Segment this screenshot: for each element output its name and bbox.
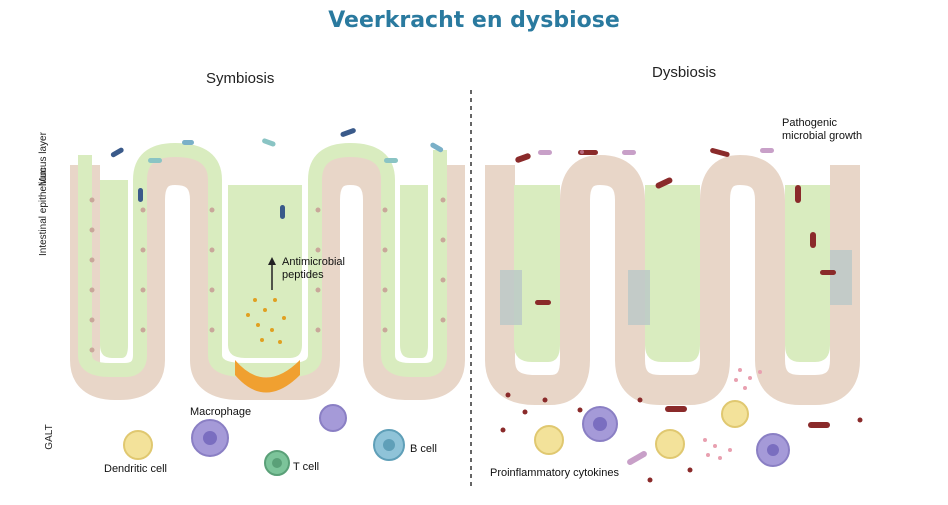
bcell-label: B cell	[410, 443, 437, 455]
dendritic-label: Dendritic cell	[104, 463, 167, 475]
symbiosis-galt-cells	[123, 404, 405, 476]
macrophage-label: Macrophage	[190, 406, 252, 418]
cytokines	[703, 368, 762, 460]
cytokine-dots	[500, 392, 863, 483]
other-microbes	[538, 148, 774, 465]
symbiosis-title: Symbiosis	[206, 70, 275, 87]
symbiosis-nuclei	[89, 197, 446, 353]
pathogenic-bacteria	[515, 148, 836, 428]
pathogenic-label: Pathogenic microbial growth	[782, 117, 863, 142]
cytokines-label: Proinflammatory cytokines	[490, 467, 619, 479]
commensal-bacteria	[110, 128, 444, 219]
dysbiosis-galt-cells	[534, 400, 790, 467]
tcell-label: T cell	[293, 461, 320, 473]
antimicrobial-label: Antimicrobial peptides	[282, 256, 345, 281]
dysbiosis-title: Dysbiosis	[652, 64, 717, 81]
paneth-cells	[235, 360, 300, 393]
dysbiosis-epithelium-band	[485, 155, 860, 405]
antimicrobial-peptides	[246, 298, 286, 344]
symbiosis-epithelium	[70, 142, 465, 400]
dendritic-cell	[123, 430, 153, 460]
page-title: Veerkracht en dysbiose	[328, 8, 620, 33]
dysbiosis-epithelium	[485, 155, 860, 405]
mucus-band	[78, 142, 447, 377]
